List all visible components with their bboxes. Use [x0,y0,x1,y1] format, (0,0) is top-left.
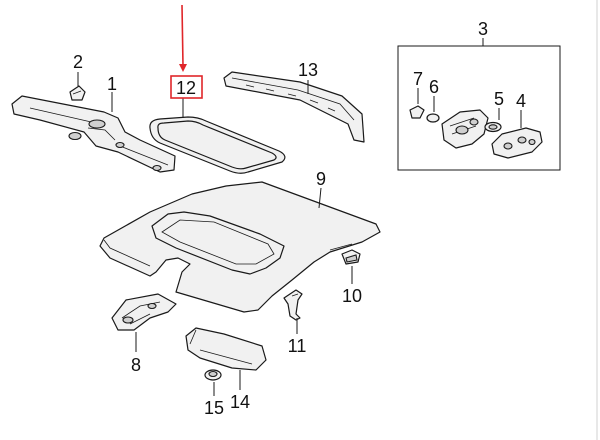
callout-3[interactable]: 3 [478,19,488,39]
part-12-sunroof-seal[interactable] [149,116,286,174]
callout-numbers: 1 2 3 4 5 6 7 8 9 10 11 12 13 14 15 [73,19,526,418]
part-5-switch[interactable] [484,121,502,133]
callout-1[interactable]: 1 [107,74,117,94]
callout-13[interactable]: 13 [298,60,318,80]
callout-4[interactable]: 4 [516,91,526,111]
part-10-clip[interactable] [341,249,361,265]
callout-12[interactable]: 12 [176,78,196,98]
part-1-side-rail[interactable] [11,95,176,173]
callout-15[interactable]: 15 [204,398,224,418]
leader-lines [77,38,522,396]
callout-8[interactable]: 8 [131,355,141,375]
inset-frame-part-3 [397,45,561,171]
part-14-sun-visor[interactable] [185,327,267,371]
part-11-hook[interactable] [283,289,303,321]
part-13-trim-strip[interactable] [223,71,365,143]
part-8-bracket[interactable] [111,293,177,331]
callout-10[interactable]: 10 [342,286,362,306]
callout-11[interactable]: 11 [288,336,307,356]
part-15-visor-clip[interactable] [204,369,222,381]
callout-2[interactable]: 2 [73,52,83,72]
callout-14[interactable]: 14 [230,392,250,412]
part-4-cover[interactable] [491,127,543,159]
part-6-bulb[interactable] [426,113,440,123]
callout-5[interactable]: 5 [494,89,504,109]
callout-7[interactable]: 7 [413,69,423,89]
callout-6[interactable]: 6 [429,77,439,97]
part-3-console[interactable] [441,109,489,149]
part-9-headliner[interactable] [99,181,381,313]
part-7-lens[interactable] [409,105,425,119]
highlight-arrow [179,4,187,72]
part-2-clip[interactable] [69,85,86,101]
callout-12-highlight-box [170,75,203,99]
callout-9[interactable]: 9 [316,169,326,189]
